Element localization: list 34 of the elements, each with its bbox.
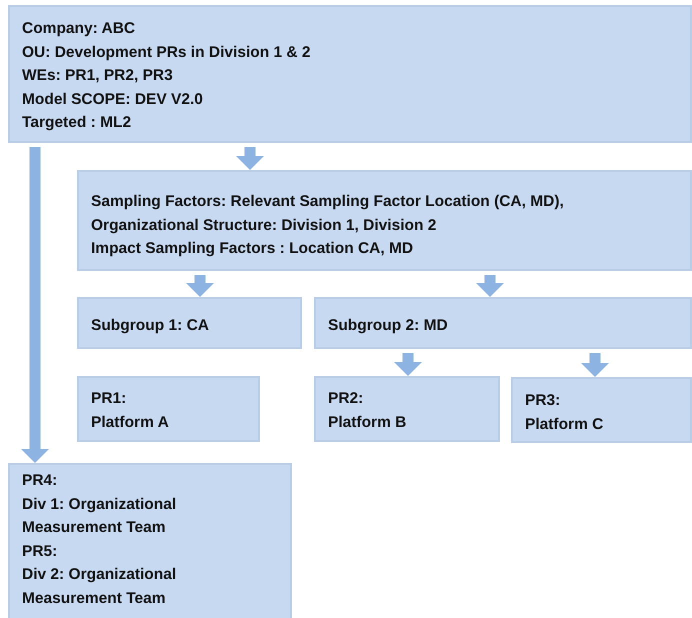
block-arrow — [476, 275, 504, 297]
box-text: Targeted : ML2 — [22, 113, 132, 133]
box-text: Subgroup 2: MD — [328, 316, 448, 336]
box-text: Platform A — [91, 412, 169, 432]
process-box — [314, 376, 500, 442]
box-text: PR5: — [22, 542, 58, 562]
box-text: Company: ABC — [22, 19, 136, 39]
box-text: Organizational Structure: Division 1, Division 2 — [91, 216, 436, 236]
process-box — [511, 377, 692, 443]
box-text: Platform B — [328, 412, 406, 432]
box-text: Div 2: Organizational Measurement Team — [22, 565, 178, 608]
box-text: Platform C — [525, 414, 604, 434]
box-text: Subgroup 1: CA — [91, 316, 209, 336]
box-text: PR1: — [91, 389, 126, 409]
block-arrow — [394, 353, 422, 376]
box-text: PR4: — [22, 471, 58, 491]
block-arrow — [21, 147, 49, 463]
process-box — [314, 297, 692, 349]
block-arrow — [186, 275, 214, 297]
box-text: Div 1: Organizational Measurement Team — [22, 494, 178, 538]
box-text: Model SCOPE: DEV V2.0 — [22, 90, 203, 110]
process-box — [77, 376, 260, 442]
block-arrow — [581, 353, 609, 377]
box-text: WEs: PR1, PR2, PR3 — [22, 66, 173, 86]
block-arrow — [236, 147, 264, 170]
box-text: PR3: — [525, 391, 560, 411]
process-box — [77, 170, 692, 271]
box-text: OU: Development PRs in Division 1 & 2 — [22, 42, 311, 62]
box-text: Sampling Factors: Relevant Sampling Factor Location (CA, MD), — [91, 192, 564, 212]
process-box — [8, 463, 292, 618]
process-box — [77, 297, 302, 349]
process-box — [8, 5, 692, 143]
box-text: PR2: — [328, 389, 364, 409]
box-text: Impact Sampling Factors : Location CA, MD — [91, 239, 414, 259]
